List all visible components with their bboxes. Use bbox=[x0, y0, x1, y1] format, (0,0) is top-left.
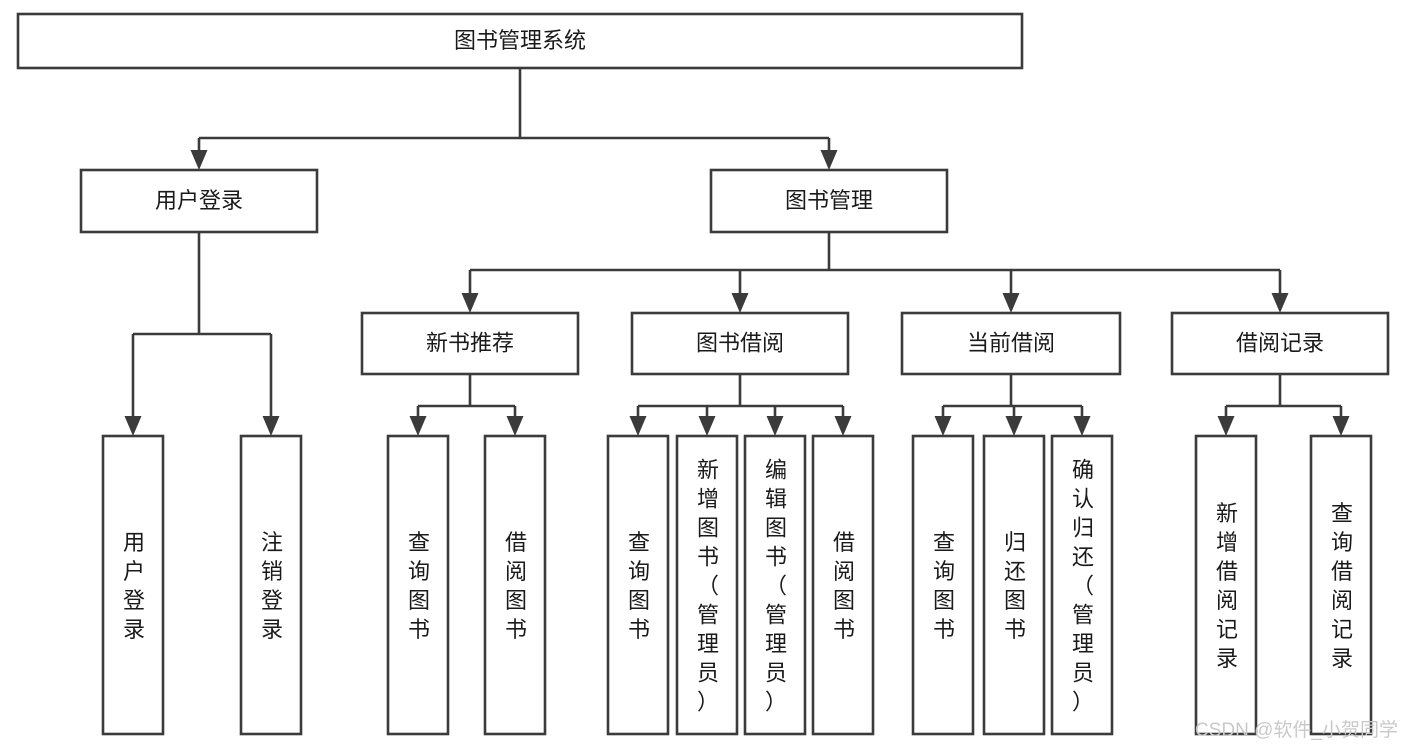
node-return-book[interactable]: 归还图书 bbox=[982, 434, 1046, 736]
node-box-edit-book-admin[interactable] bbox=[743, 434, 807, 736]
connector-arrowhead bbox=[820, 150, 838, 170]
node-user-login-leaf[interactable]: 用户登录 bbox=[101, 434, 165, 736]
node-box-root[interactable] bbox=[16, 12, 1024, 70]
node-box-query-book-3[interactable] bbox=[911, 434, 975, 736]
node-label-book-borrow: 图书借阅 bbox=[696, 330, 784, 355]
connector-arrowhead bbox=[1073, 416, 1091, 436]
node-label-root: 图书管理系统 bbox=[454, 28, 586, 53]
node-label-user-login-leaf: 用户登录 bbox=[123, 530, 145, 642]
node-box-query-book-2[interactable] bbox=[606, 434, 670, 736]
csdn-watermark: CSDN @软件_小贺同学 bbox=[1195, 719, 1398, 741]
node-box-new-book-recommend[interactable] bbox=[360, 311, 580, 376]
node-label-query-book-3: 查询图书 bbox=[933, 530, 955, 642]
node-current-borrow[interactable]: 当前借阅 bbox=[900, 311, 1122, 376]
node-label-borrow-record: 借阅记录 bbox=[1236, 330, 1324, 355]
node-add-book-admin[interactable]: 新增图书（管理员） bbox=[675, 434, 739, 736]
node-box-add-book-admin[interactable] bbox=[675, 434, 739, 736]
node-label-new-book-recommend: 新书推荐 bbox=[426, 330, 514, 355]
connector-arrowhead bbox=[1005, 416, 1023, 436]
node-label-borrow-book-2: 借阅图书 bbox=[833, 530, 855, 642]
node-query-book-3[interactable]: 查询图书 bbox=[911, 434, 975, 736]
node-label-borrow-book-1: 借阅图书 bbox=[505, 530, 527, 642]
node-label-query-borrow-record: 查询借阅记录 bbox=[1331, 501, 1353, 671]
node-book-manage[interactable]: 图书管理 bbox=[709, 168, 949, 234]
node-box-borrow-book-1[interactable] bbox=[483, 434, 547, 736]
node-edit-book-admin[interactable]: 编辑图书（管理员） bbox=[743, 434, 807, 736]
connector-arrowhead bbox=[934, 416, 952, 436]
node-root[interactable]: 图书管理系统 bbox=[16, 12, 1024, 70]
node-label-query-book-1: 查询图书 bbox=[408, 530, 430, 642]
node-label-user-login: 用户登录 bbox=[155, 188, 243, 213]
node-label-add-borrow-record: 新增借阅记录 bbox=[1216, 501, 1238, 671]
node-label-query-book-2: 查询图书 bbox=[628, 530, 650, 642]
connector-arrowhead bbox=[409, 416, 427, 436]
node-label-current-borrow: 当前借阅 bbox=[967, 330, 1055, 355]
node-label-book-manage: 图书管理 bbox=[785, 188, 873, 213]
node-query-book-1[interactable]: 查询图书 bbox=[386, 434, 450, 736]
node-query-book-2[interactable]: 查询图书 bbox=[606, 434, 670, 736]
connector-arrowhead bbox=[766, 416, 784, 436]
node-label-confirm-return-admin: 确认归还（管理员） bbox=[1072, 458, 1094, 715]
node-borrow-record[interactable]: 借阅记录 bbox=[1170, 311, 1390, 376]
node-book-borrow[interactable]: 图书借阅 bbox=[630, 311, 850, 376]
node-user-logout-leaf[interactable]: 注销登录 bbox=[239, 434, 303, 736]
node-confirm-return-admin[interactable]: 确认归还（管理员） bbox=[1050, 434, 1114, 736]
node-box-user-login-leaf[interactable] bbox=[101, 434, 165, 736]
node-box-user-login[interactable] bbox=[79, 168, 319, 234]
node-add-borrow-record[interactable]: 新增借阅记录 bbox=[1194, 434, 1258, 736]
connector-arrowhead bbox=[1271, 293, 1289, 313]
node-box-query-book-1[interactable] bbox=[386, 434, 450, 736]
node-box-book-manage[interactable] bbox=[709, 168, 949, 234]
connector-arrowhead bbox=[731, 293, 749, 313]
node-label-user-logout-leaf: 注销登录 bbox=[261, 530, 283, 642]
node-label-return-book: 归还图书 bbox=[1004, 530, 1026, 642]
connector-arrowhead bbox=[834, 416, 852, 436]
node-new-book-recommend[interactable]: 新书推荐 bbox=[360, 311, 580, 376]
node-box-borrow-record[interactable] bbox=[1170, 311, 1390, 376]
connector-arrowhead bbox=[698, 416, 716, 436]
connector-arrowhead bbox=[124, 416, 142, 436]
node-user-login[interactable]: 用户登录 bbox=[79, 168, 319, 234]
node-box-return-book[interactable] bbox=[982, 434, 1046, 736]
node-box-book-borrow[interactable] bbox=[630, 311, 850, 376]
node-label-edit-book-admin: 编辑图书（管理员） bbox=[765, 458, 787, 715]
connector-arrowhead bbox=[1002, 293, 1020, 313]
connector-arrowhead bbox=[629, 416, 647, 436]
node-borrow-book-2[interactable]: 借阅图书 bbox=[811, 434, 875, 736]
connector-arrowhead bbox=[262, 416, 280, 436]
node-box-current-borrow[interactable] bbox=[900, 311, 1122, 376]
node-label-add-book-admin: 新增图书（管理员） bbox=[697, 458, 719, 715]
connector-arrowhead bbox=[461, 293, 479, 313]
node-borrow-book-1[interactable]: 借阅图书 bbox=[483, 434, 547, 736]
connector-arrowhead bbox=[1217, 416, 1235, 436]
node-box-add-borrow-record[interactable] bbox=[1194, 434, 1258, 736]
connector-arrowhead bbox=[190, 150, 208, 170]
connector-arrowhead bbox=[506, 416, 524, 436]
node-query-borrow-record[interactable]: 查询借阅记录 bbox=[1309, 434, 1373, 736]
connector-arrowhead bbox=[1332, 416, 1350, 436]
node-box-borrow-book-2[interactable] bbox=[811, 434, 875, 736]
node-box-query-borrow-record[interactable] bbox=[1309, 434, 1373, 736]
node-box-confirm-return-admin[interactable] bbox=[1050, 434, 1114, 736]
node-box-user-logout-leaf[interactable] bbox=[239, 434, 303, 736]
